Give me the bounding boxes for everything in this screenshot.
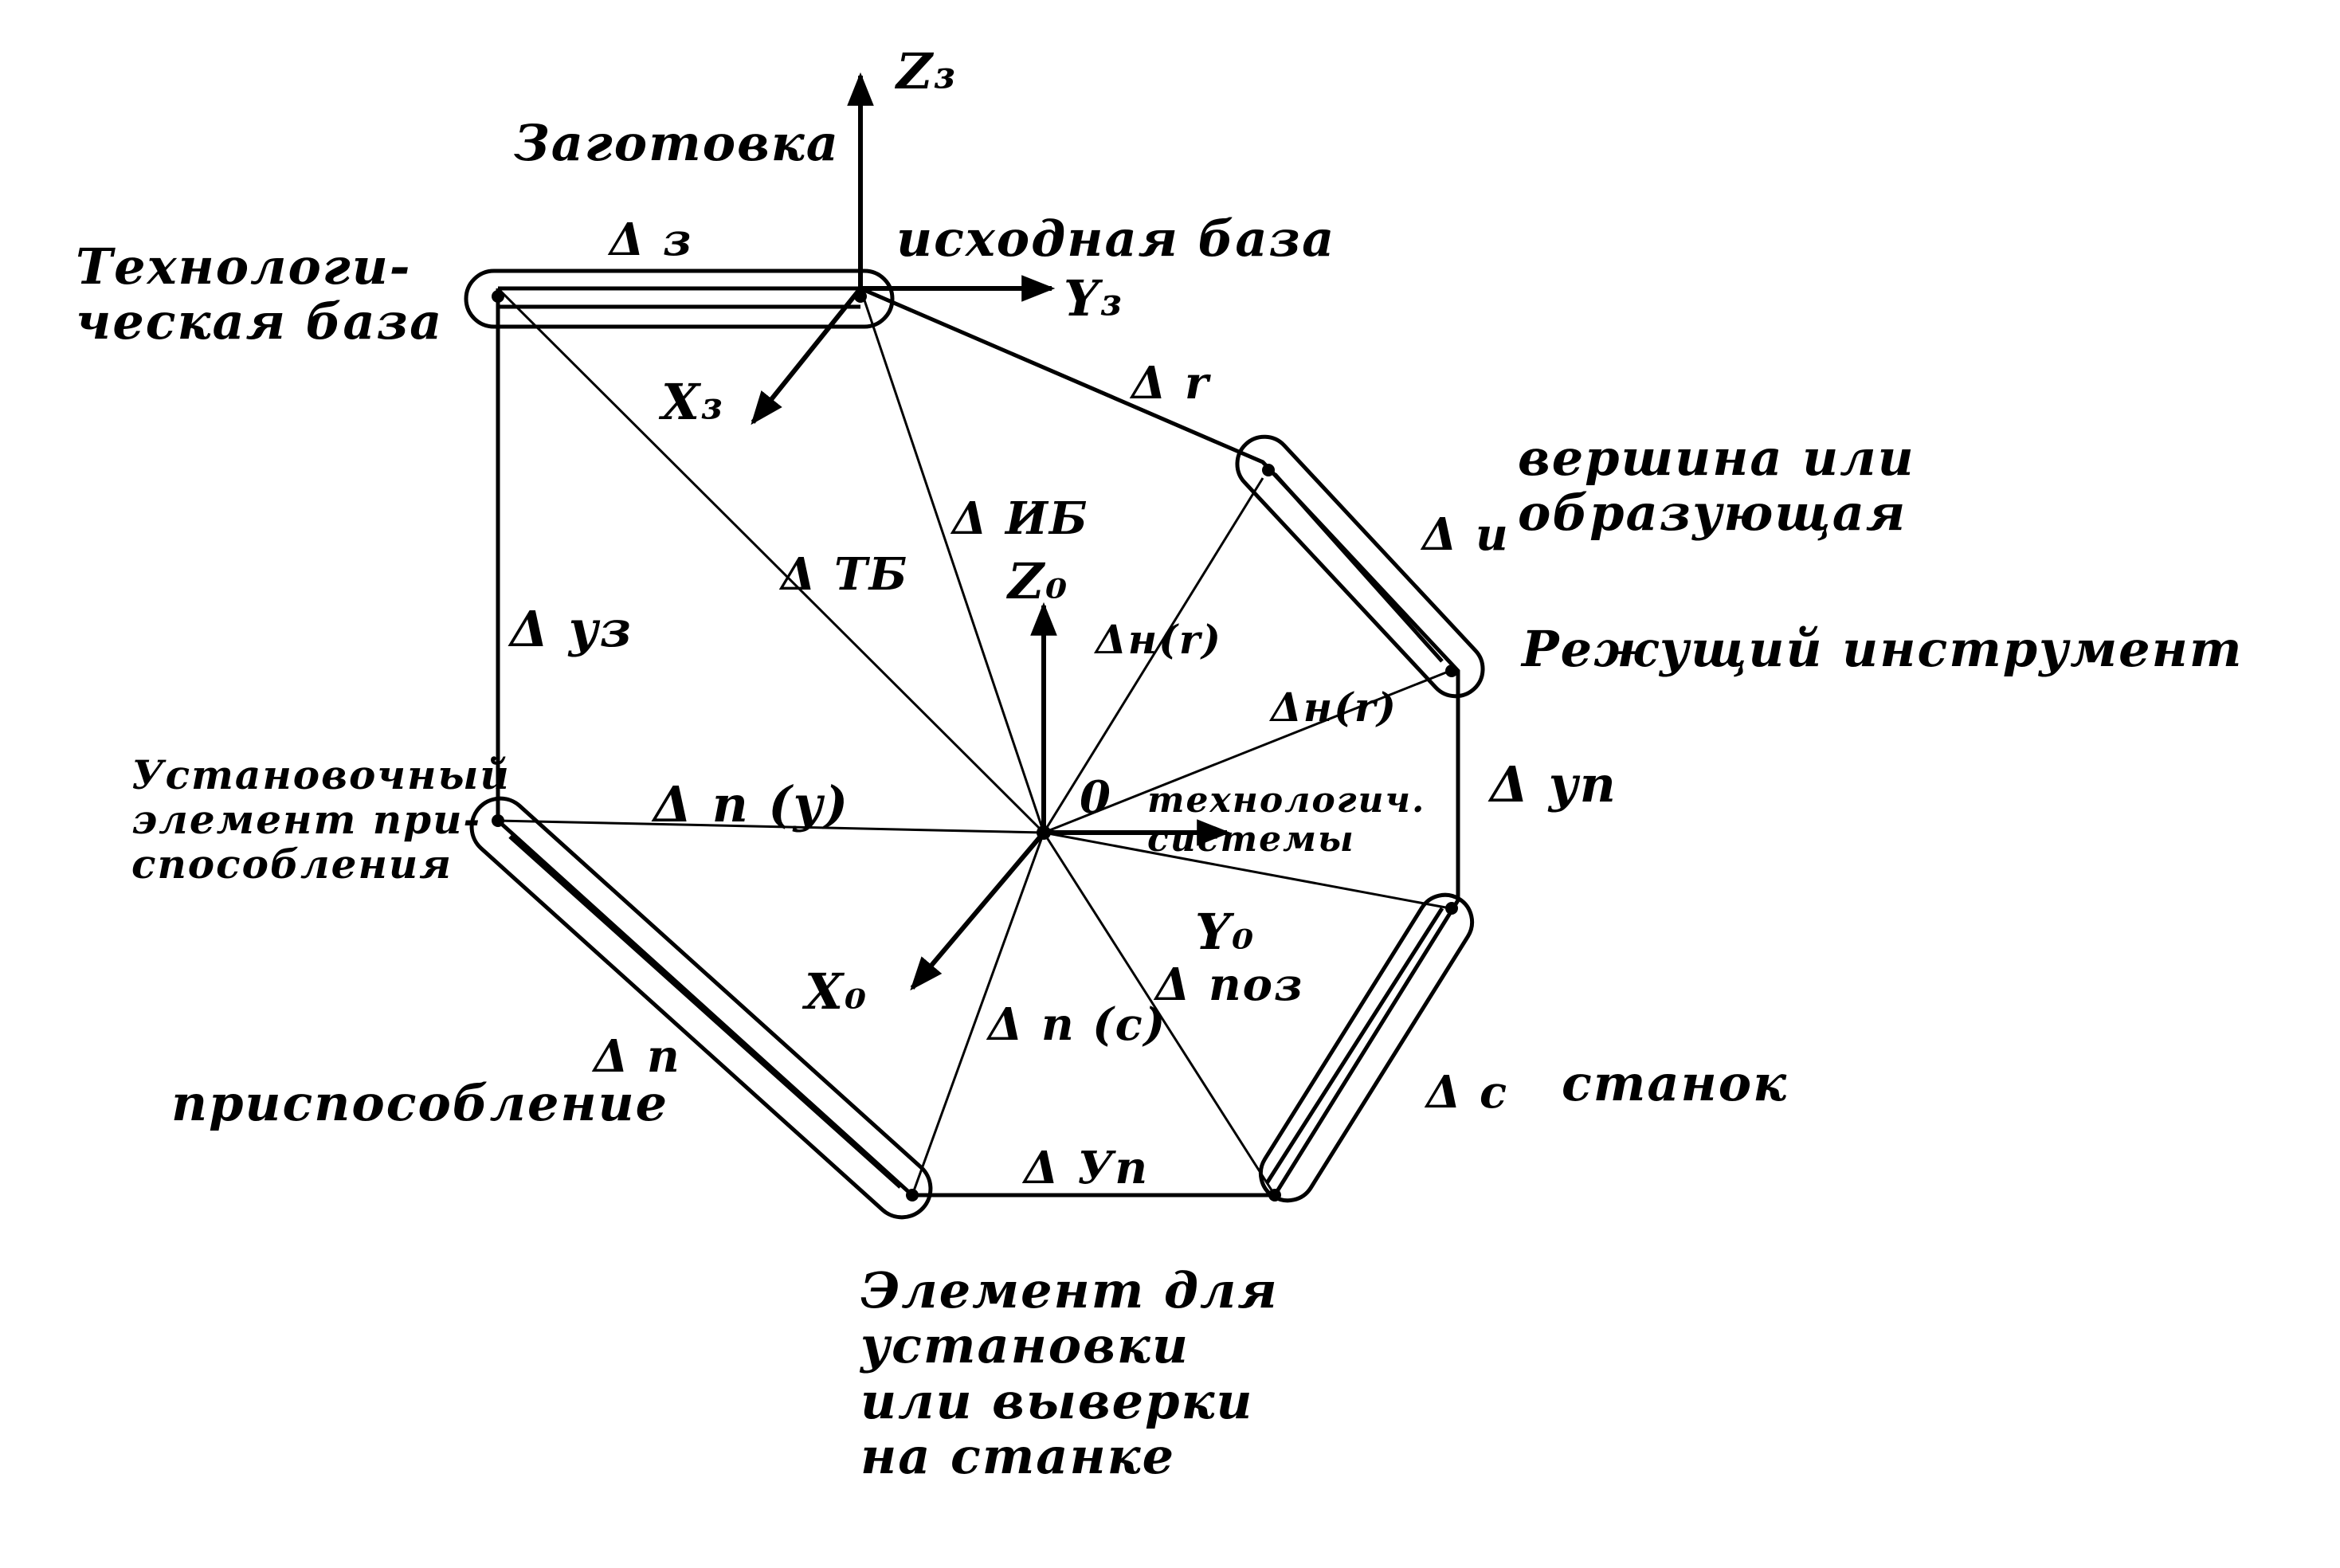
delta-ib-label: Δ ИБ	[952, 492, 1089, 545]
cutting-tool-label: Режущий инструмент	[1522, 620, 2244, 678]
vertex-dots	[492, 290, 1458, 1201]
machine-label: станок	[1562, 1054, 1789, 1112]
radial-links	[496, 287, 1451, 1196]
cutting-tool-capsule	[1235, 434, 1485, 699]
tech-system-label: технологич. системы	[1147, 780, 1426, 860]
fixture-label: приспособление	[171, 1074, 669, 1132]
delta-n-tool-top-label: Δн(r)	[1096, 616, 1222, 663]
delta-p-label: Δ п	[594, 1030, 681, 1083]
system-y-axis-label: Y₀	[1195, 903, 1256, 961]
delta-pos-label: Δ поз	[1155, 958, 1304, 1011]
delta-tb-label: Δ ТБ	[781, 548, 909, 601]
delta-up-bottom-label: Δ Уп	[1024, 1142, 1150, 1194]
fixture-locating-element-label: Установочный элемент при- способления	[131, 751, 511, 888]
system-x-axis	[910, 831, 1046, 991]
delta-i-label: Δ и	[1422, 508, 1510, 561]
delta-n-y-label: Δ п (у)	[653, 775, 850, 833]
workpiece-capsule	[464, 269, 895, 329]
delta-z-label: Δ з	[609, 214, 693, 266]
delta-up-right-label: Δ уп	[1490, 755, 1617, 813]
delta-uz-label: Δ уз	[510, 600, 633, 658]
workpiece-x-axis	[751, 287, 863, 425]
workpiece-z-axis-label: Z₃	[896, 42, 958, 100]
technological-base-label: Технологи- ческая база	[76, 237, 444, 351]
system-z-axis-label: Z₀	[1008, 552, 1069, 610]
origin-label: 0	[1080, 771, 1112, 824]
workpiece-label: Заготовка	[514, 114, 840, 172]
delta-n-c-label: Δ п (с)	[988, 998, 1167, 1051]
fixture-capsule	[469, 796, 933, 1220]
initial-base-label: исходная база	[896, 210, 1336, 268]
workpiece-y-axis-label: Y₃	[1064, 269, 1124, 327]
delta-n-tool-label: Δн(r)	[1271, 684, 1397, 731]
tool-tip-label: вершина или образующая	[1518, 429, 1915, 543]
workpiece-x-axis-label: X₃	[661, 373, 725, 431]
system-x-axis-label: X₀	[805, 962, 868, 1021]
delta-r-label: Δ r	[1131, 357, 1210, 410]
delta-c-label: Δ с	[1426, 1066, 1509, 1119]
machine-setup-element-label: Элемент для установки или выверки на ста…	[860, 1261, 1279, 1486]
